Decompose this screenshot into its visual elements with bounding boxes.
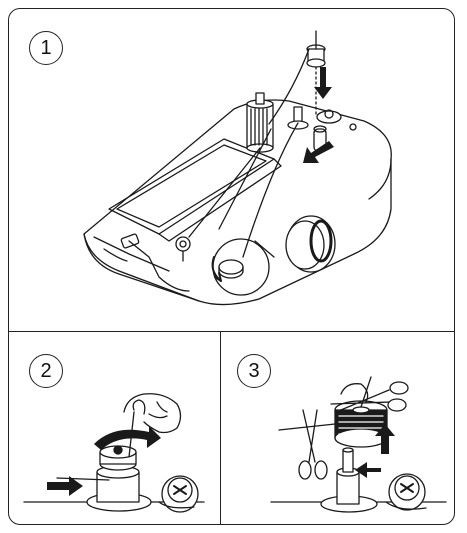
scissors-icon xyxy=(299,410,327,479)
tension-disc xyxy=(176,237,190,251)
step-3-panel: 3 xyxy=(221,332,455,525)
thread-path xyxy=(189,49,309,257)
arrow-down-icon xyxy=(314,67,332,99)
step-2-panel: 2 xyxy=(9,332,220,525)
sewing-machine-top-illustration xyxy=(9,9,455,331)
bobbin-cutting-illustration xyxy=(221,332,455,525)
spindle xyxy=(343,450,353,472)
spool-cap xyxy=(288,121,308,129)
bobbin-winder xyxy=(317,111,341,123)
step-1-panel: 1 xyxy=(9,9,455,331)
instruction-figure-frame: 1 xyxy=(8,8,455,525)
bobbin-threading-illustration xyxy=(9,332,220,525)
